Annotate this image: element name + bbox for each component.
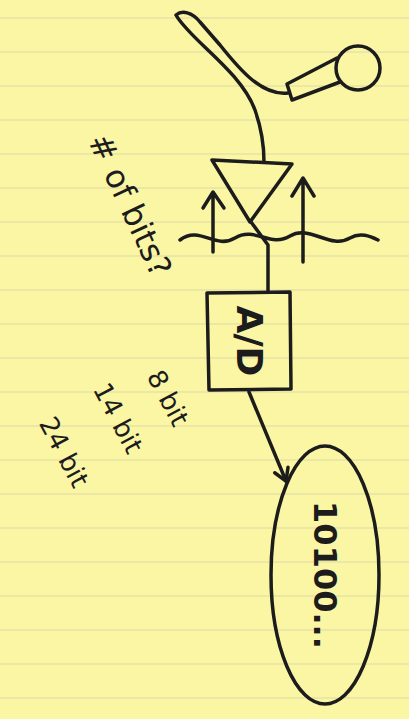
bit-depth-note: 14 bit [89, 379, 147, 458]
bit-depth-note: 8 bit [143, 366, 194, 430]
up-arrow [292, 178, 314, 262]
node-text: A/D [231, 306, 267, 377]
node-text: 10100... [309, 501, 341, 649]
output-oval: 10100... [269, 444, 381, 706]
wire [251, 222, 268, 292]
converter-box: A/D [205, 290, 293, 392]
bit-depth-note: 24 bit [35, 413, 93, 492]
microphone-body [287, 58, 340, 100]
question-note: # of bits? [83, 129, 177, 282]
microphone-cable [176, 12, 288, 162]
amplifier-symbol [212, 160, 292, 222]
microphone-head [336, 46, 380, 90]
arrow-connector [249, 392, 288, 481]
signal-wave [180, 233, 378, 242]
